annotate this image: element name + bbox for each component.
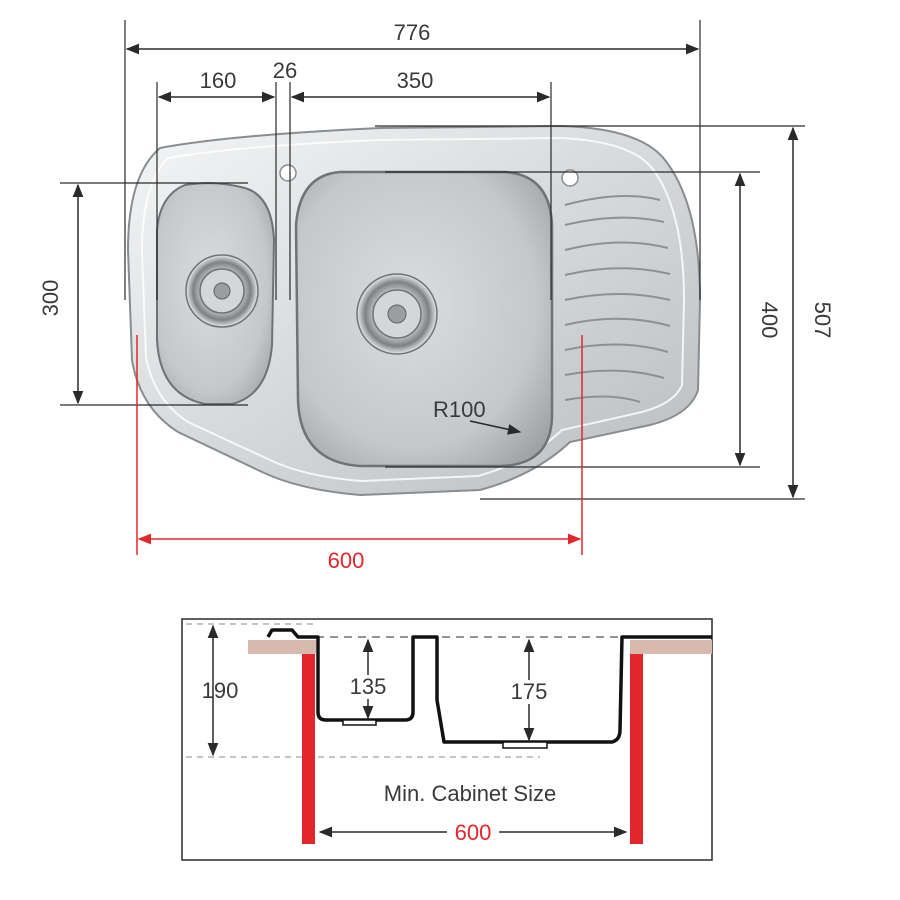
sink-profile: [266, 628, 712, 744]
sink-rim-inner: [140, 136, 686, 483]
dim-small-bowl-width: 160: [200, 68, 237, 93]
top-view: 776 160 26 350 300 400 507 R100 600: [38, 20, 835, 573]
tap-hole-right: [561, 169, 579, 187]
dim-overall-width: 776: [394, 20, 431, 45]
dim-min-cabinet-width: 600: [328, 548, 365, 573]
section-view: 190 135 175 Min. Cabinet Size 600: [181, 618, 713, 861]
dim-large-bowl-height: 175: [511, 679, 548, 704]
cabinet-wall-right: [630, 654, 643, 844]
dim-total-height: 190: [202, 678, 239, 703]
dim-small-bowl-height-bg: [345, 675, 391, 699]
tap-hole-left: [279, 164, 297, 182]
dim-divider-width: 26: [273, 58, 297, 83]
dim-cabinet-width: 600: [455, 820, 492, 845]
dim-corner-radius: R100: [433, 397, 486, 422]
section-caption: Min. Cabinet Size: [384, 781, 556, 806]
section-frame: [181, 618, 713, 861]
drainer-grooves: [564, 195, 671, 403]
dim-large-bowl-width: 350: [397, 68, 434, 93]
small-bowl-waste-section: [342, 719, 377, 726]
dim-large-bowl-depth: 400: [757, 302, 782, 339]
small-bowl-waste-plug: [213, 282, 231, 300]
cabinet-wall-left: [302, 654, 315, 844]
dim-small-bowl-height: 135: [350, 674, 387, 699]
benchtop-left: [248, 640, 316, 654]
leader-corner-radius: [469, 420, 522, 435]
dim-small-bowl-depth: 300: [38, 280, 63, 317]
dim-overall-depth: 507: [810, 302, 835, 339]
dim-large-bowl-height-bg: [505, 680, 553, 704]
benchtop-right: [630, 640, 712, 654]
dim-cabinet-width-bg: [447, 820, 499, 844]
large-bowl-waste-plug: [387, 304, 407, 324]
large-bowl-waste-section: [502, 741, 548, 749]
